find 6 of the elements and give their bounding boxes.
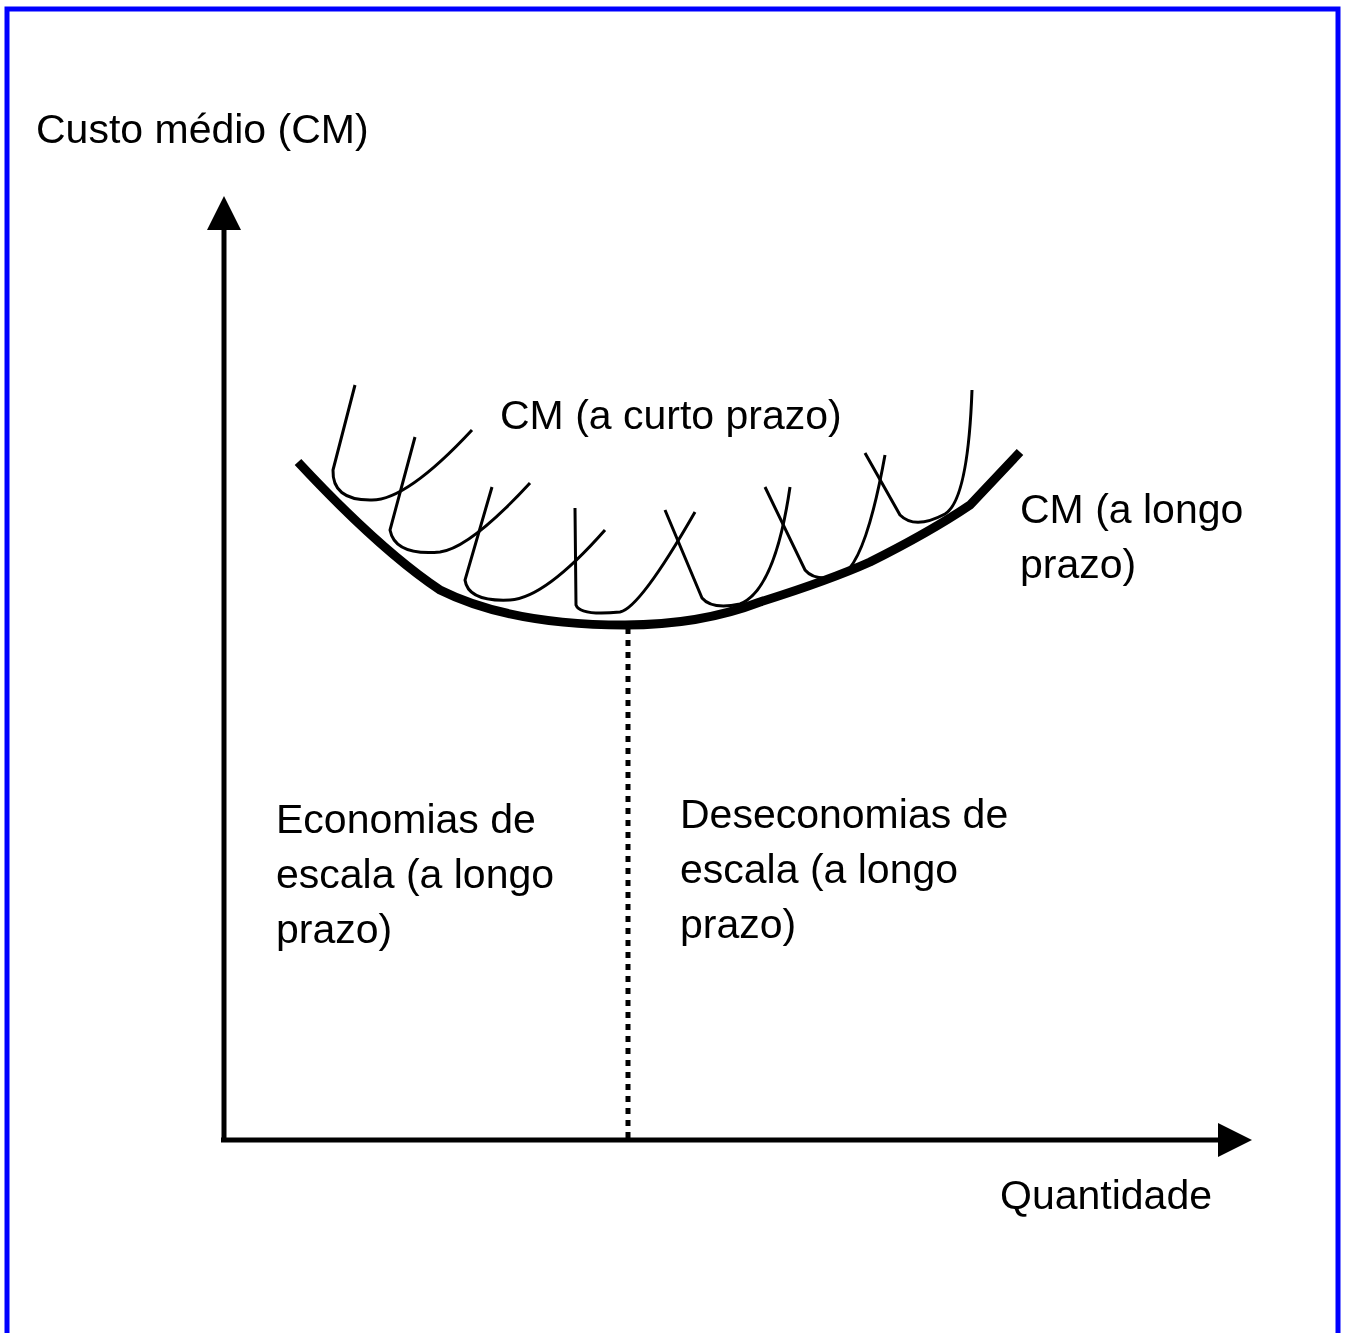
region-label: Deseconomias de escala (a longo prazo) [680,790,1010,949]
axis-title: Quantidade [1000,1171,1212,1220]
curve-label: CM (a curto prazo) [500,391,842,440]
curve-label: CM (a longo prazo) [1020,485,1245,589]
axis-title: Custo médio (CM) [36,105,369,154]
region-label: Economias de escala (a longo prazo) [276,795,556,954]
